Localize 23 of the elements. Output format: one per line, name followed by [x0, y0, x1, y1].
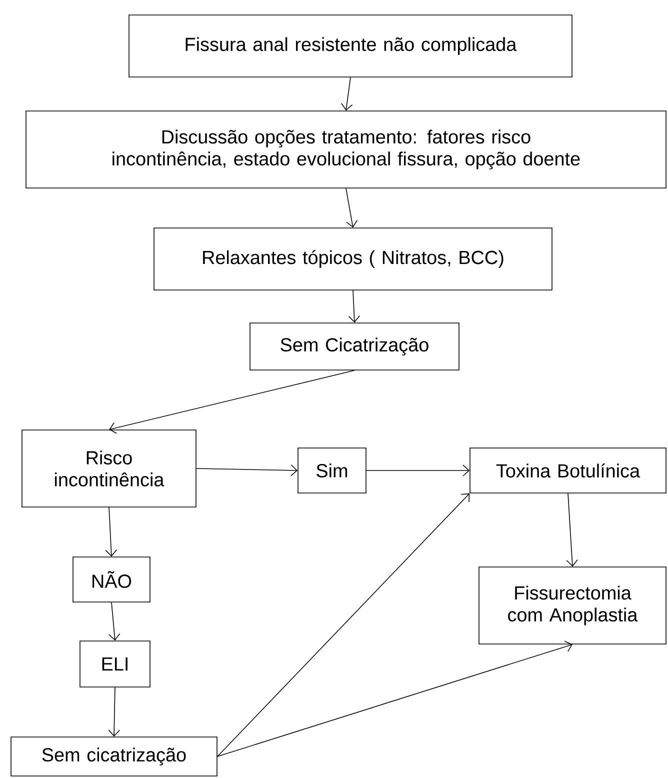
- process-box: ELI: [80, 640, 150, 688]
- process-box: Sim: [298, 448, 366, 494]
- arrow: [217, 640, 572, 757]
- process-box: Sem cicatrização: [10, 736, 218, 776]
- arrow: [196, 464, 298, 476]
- arrow: [217, 493, 470, 757]
- process-box: Sem Cicatrização: [250, 322, 460, 370]
- process-box: NÃO: [72, 556, 150, 602]
- process-box: Discussão opções tratamento: fatores risco incontinência, estado evolucional fissura, opção doente: [26, 110, 666, 188]
- arrow: [346, 188, 358, 228]
- arrow: [341, 77, 353, 111]
- process-box: Risco incontinência: [22, 430, 196, 508]
- process-box: Toxina Botulínica: [470, 448, 666, 494]
- arrow: [566, 493, 578, 567]
- arrow: [366, 464, 470, 476]
- process-box: Fissura anal resistente não complicada: [128, 14, 572, 78]
- process-box: Relaxantes tópicos ( Nitratos, BCC): [154, 228, 552, 290]
- process-box: Fissurectomia com Anoplastia: [478, 566, 666, 644]
- arrow: [348, 290, 360, 323]
- arrow: [109, 370, 355, 434]
- arrow: [105, 507, 118, 557]
- arrow: [108, 602, 120, 641]
- arrow: [108, 687, 120, 737]
